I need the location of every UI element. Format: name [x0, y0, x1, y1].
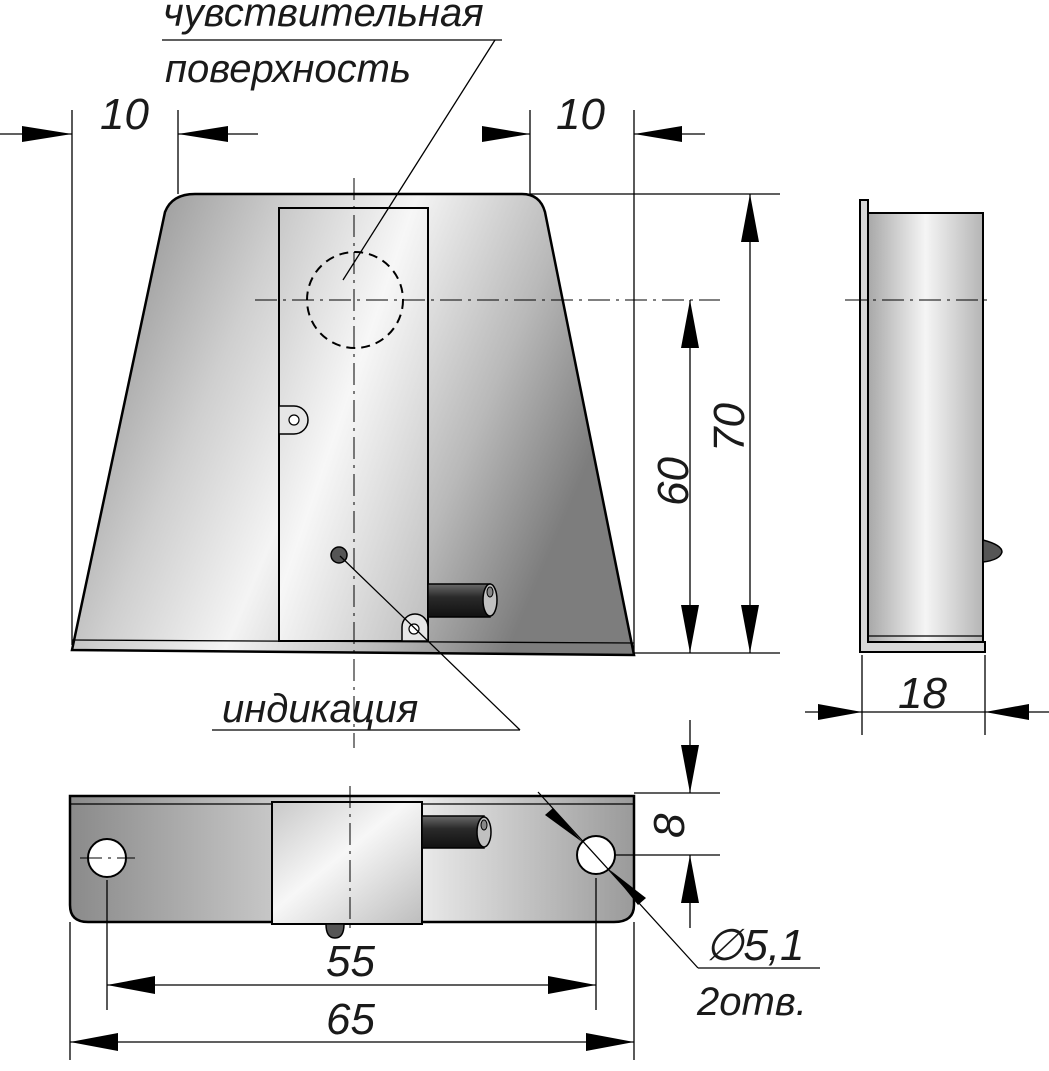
- bottom-module: [271, 801, 423, 925]
- front-view: [70, 178, 720, 748]
- side-housing: [867, 212, 984, 643]
- dim-left-offset: 10: [100, 90, 149, 139]
- dim-height-total: 70: [705, 403, 754, 452]
- label-sensitive-surface-line1: чувствительная: [163, 0, 484, 35]
- side-view: [845, 199, 1003, 653]
- label-sensitive-surface-line2: поверхность: [165, 47, 411, 91]
- label-hole-count: 2отв.: [696, 980, 807, 1024]
- dim-height-axis: 60: [649, 457, 698, 506]
- side-bracket: [859, 199, 986, 653]
- dim-hole-spacing: 55: [326, 937, 375, 986]
- label-hole-diameter: ∅5,1: [705, 921, 805, 970]
- label-indication: индикация: [222, 687, 418, 731]
- bottom-cable: [421, 815, 485, 849]
- side-indicator-led: [982, 539, 1003, 563]
- dim-mount-offset: 8: [645, 813, 694, 838]
- dim-width-total: 65: [326, 995, 375, 1044]
- dim-depth: 18: [898, 669, 947, 718]
- cable: [427, 583, 491, 618]
- bottom-indicator-led: [325, 923, 345, 939]
- bottom-view: [68, 786, 636, 939]
- dim-right-offset: 10: [556, 90, 605, 139]
